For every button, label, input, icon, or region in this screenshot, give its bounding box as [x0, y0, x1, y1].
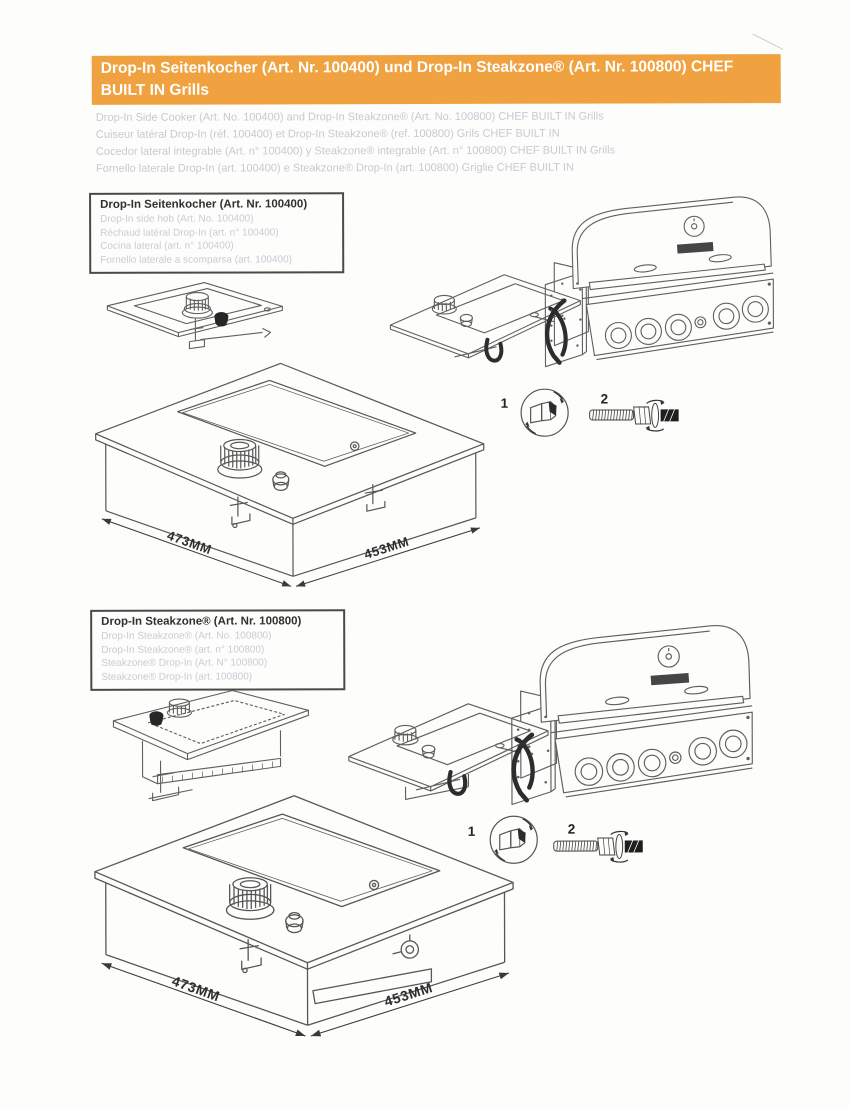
product-box-steakzone: Drop-In Steakzone® (Art. Nr. 100800) Dro… — [90, 609, 346, 691]
page-title: Drop-In Seitenkocher (Art. Nr. 100400) u… — [91, 54, 781, 105]
product-box-title: Drop-In Seitenkocher (Art. Nr. 100400) — [100, 198, 308, 211]
subtitle-line-es: Cocedor lateral integrable (Art. n° 1004… — [95, 144, 616, 158]
product-box-translation: Steakzone® Drop-In (Art. N° 100800) — [101, 657, 268, 669]
product-box-translation: Drop-In Steakzone® (art. n° 100800) — [101, 643, 265, 656]
product-box-translation: Drop-In Steakzone® (Art. No. 100800) — [101, 630, 272, 642]
part-number-label: 1 — [500, 395, 509, 411]
steakzone-dimensions-drawing: 473MM 453MM — [94, 795, 514, 1037]
subtitle-line-en: Drop-In Side Cooker (Art. No. 100400) an… — [95, 110, 604, 124]
subtitle-block: Drop-In Side Cooker (Art. No. 100400) an… — [96, 109, 615, 178]
built-in-grill-drawing-1 — [544, 196, 774, 368]
subtitle-line-it: Fornello laterale Drop-In (art. 100400) … — [95, 161, 574, 175]
product-box-translation: Steakzone® Drop-In (art. 100800) — [101, 670, 253, 683]
product-box-title: Drop-In Steakzone® (Art. Nr. 100800) — [101, 615, 302, 628]
scan-artifact — [752, 33, 784, 50]
side-cooker-unit-drawing — [106, 282, 283, 350]
side-cooker-dimensions-drawing: 473MM 453MM — [95, 362, 485, 587]
product-box-seitenkocher: Drop-In Seitenkocher (Art. Nr. 100400) D… — [89, 192, 345, 274]
built-in-grill-drawing-2 — [511, 625, 753, 806]
dimension-label-width: 473MM — [170, 973, 222, 1005]
locknut-part-drawing-1 — [520, 388, 569, 437]
brand-badge — [650, 673, 690, 686]
bolt-part-drawing-2 — [553, 830, 643, 863]
dimension-label-width: 473MM — [165, 528, 214, 558]
bolt-part-drawing-1 — [589, 399, 679, 432]
locknut-part-drawing-2 — [489, 815, 538, 864]
subtitle-line-fr: Cuiseur latéral Drop-In (réf. 100400) et… — [95, 127, 560, 141]
steakzone-unit-drawing — [112, 689, 309, 802]
product-box-translation: Fornello laterale a scomparsa (art. 1004… — [100, 253, 293, 266]
product-box-translation: Réchaud latéral Drop-In (art. n° 100400) — [100, 226, 279, 239]
steakzone-install-drawing — [348, 690, 558, 800]
product-box-translation: Cocina lateral (art. n° 100400) — [100, 240, 234, 252]
product-box-translation: Drop-In side hob (Art. No. 100400) — [100, 213, 254, 225]
brand-badge — [676, 241, 714, 254]
